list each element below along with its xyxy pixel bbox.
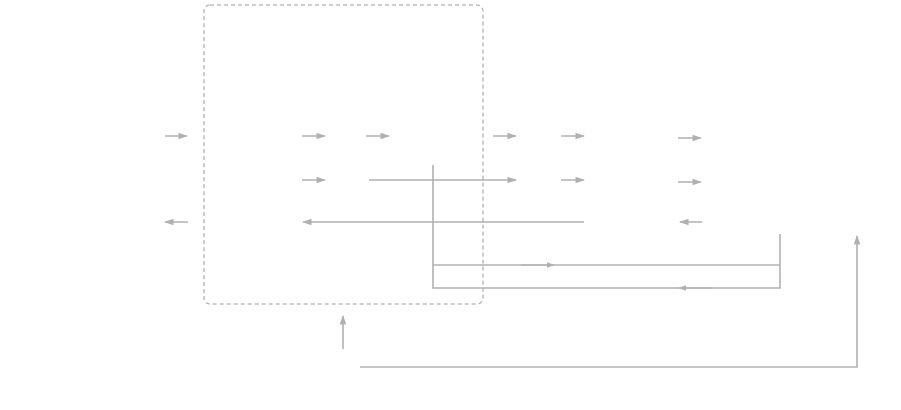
connector-bottom-return <box>360 235 861 368</box>
dashed-group <box>203 4 484 305</box>
connector-loop-outline <box>432 165 781 289</box>
